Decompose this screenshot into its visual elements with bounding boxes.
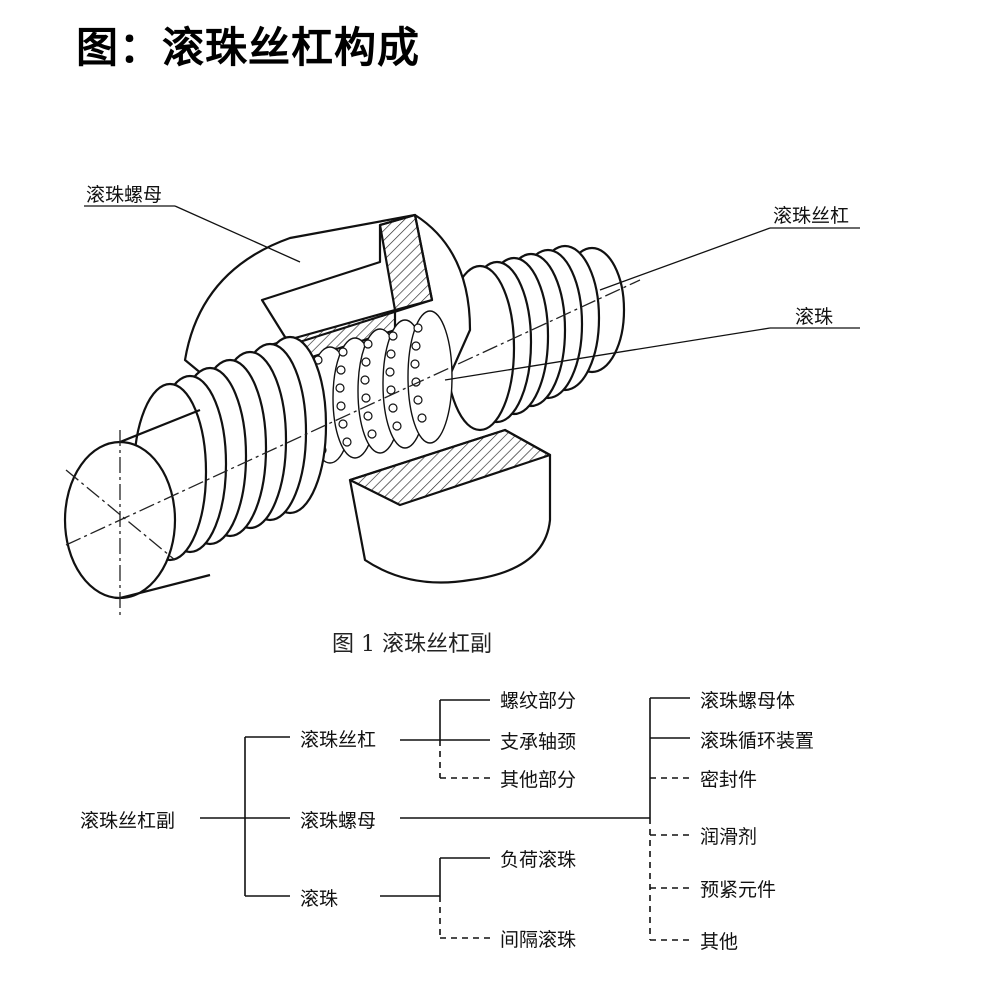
tree-nut-child: 其他 [700,931,739,953]
label-ball-nut: 滚珠螺母 [86,184,163,206]
tree-ball-child: 负荷滚珠 [500,849,577,871]
tree-screw-child: 其他部分 [500,769,577,791]
tree-screw-child: 螺纹部分 [500,690,577,712]
tree-nut-child: 滚珠螺母体 [700,690,796,712]
tree-root: 滚珠丝杠副 [80,810,176,832]
tree-nut-child: 预紧元件 [700,879,777,901]
tree-ball-child: 间隔滚珠 [500,929,577,951]
tree-nut: 滚珠螺母 [300,810,377,832]
page-title: 图：滚珠丝杠构成 [76,23,421,72]
tree-lines [200,697,690,941]
tree-nut-child: 密封件 [700,769,758,791]
tree-ball: 滚珠 [300,888,339,910]
thread-rings-right [444,244,601,432]
label-ball-screw: 滚珠丝杠 [773,205,850,227]
tree-screw: 滚珠丝杠 [300,729,377,751]
label-ball: 滚珠 [795,306,834,328]
tree-nut-child: 滚珠循环装置 [700,730,815,752]
tree-nut-child: 润滑剂 [700,826,758,848]
tree-screw-child: 支承轴颈 [500,731,577,753]
figure-caption: 图 1 滚珠丝杠副 [332,632,492,657]
